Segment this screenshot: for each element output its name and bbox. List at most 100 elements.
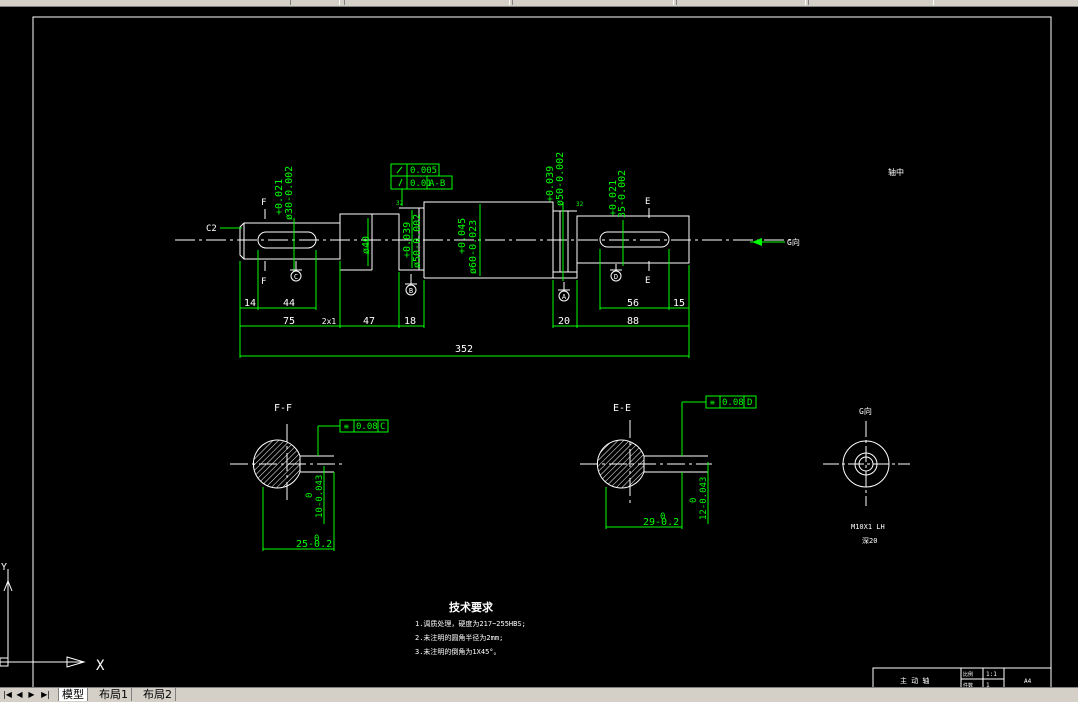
section-mark-f-bottom: F: [261, 277, 266, 287]
cad-drawing: C2 F F E E G向 轴中 +0.021 ø30-0.002 ø40 +0…: [0, 16, 1052, 687]
svg-text:2x1: 2x1: [322, 317, 337, 326]
section-ee: [580, 395, 757, 529]
svg-text:+0.045: +0.045: [457, 218, 468, 254]
titleblock-name: 主 动 轴: [900, 676, 929, 685]
datum-c: C: [294, 273, 298, 281]
next-tab-button[interactable]: ▶: [28, 690, 35, 699]
symmetry-icon: ≡: [344, 422, 349, 431]
section-mark-e-bottom: E: [645, 276, 650, 286]
view-g-depth: 深20: [862, 536, 877, 545]
ucs-icon: [0, 569, 86, 668]
section-ff: [230, 419, 389, 551]
titleblock-scale-label: 比例: [963, 671, 973, 678]
ucs-y-label: Y: [1, 562, 7, 573]
svg-text:20: 20: [558, 316, 570, 327]
title-block: [872, 667, 1052, 687]
svg-text:ø30-0.002: ø30-0.002: [284, 166, 295, 220]
titleblock-qty-label: 件数: [963, 682, 973, 687]
keyway-right: [599, 231, 670, 248]
chamfer-label: C2: [206, 224, 217, 234]
toolbar-dropdown[interactable]: [290, 0, 340, 5]
svg-text:3.未注明的倒角为1X45°。: 3.未注明的倒角为1X45°。: [415, 647, 501, 656]
svg-text:35-0.002: 35-0.002: [617, 170, 628, 218]
titleblock-qty: 1: [986, 682, 990, 687]
svg-text:ø40: ø40: [361, 236, 372, 254]
tab-layout2[interactable]: 布局2: [140, 688, 176, 701]
section-ee-tol: 0.08: [722, 398, 744, 408]
drawing-frame: [32, 16, 1052, 687]
section-ff-tol: 0.08: [356, 422, 378, 432]
section-ee-depth: 12-0.043: [699, 477, 709, 520]
titleblock-code: A4: [1024, 678, 1032, 685]
svg-text:75: 75: [283, 316, 295, 327]
toolbar-dropdown[interactable]: [676, 0, 806, 5]
section-ff-depth-up: 0: [305, 493, 315, 498]
length-dimension-labels: 14 44 75 2x1 47 18 20 88 56 15 352: [244, 298, 685, 355]
first-tab-button[interactable]: |◀: [3, 690, 12, 699]
datum-b: B: [409, 287, 413, 295]
tab-layout1[interactable]: 布局1: [96, 688, 132, 701]
section-ee-ref: D: [747, 398, 752, 408]
gdt-top-tol1: 0.005: [410, 166, 437, 176]
note-top: 轴中: [888, 167, 904, 177]
layout-tab-bar: |◀ ◀ ▶ ▶| 模型 布局1 布局2: [0, 687, 1078, 702]
view-g-title: G向: [859, 406, 872, 416]
section-mark-e-top: E: [645, 197, 650, 207]
section-ee-width-up: 0: [660, 512, 665, 522]
last-tab-button[interactable]: ▶|: [41, 690, 50, 699]
section-ff-width: 25-0.2: [296, 539, 332, 550]
gdt-top-tol2: 0.01: [410, 179, 432, 189]
section-ff-depth: 10-0.043: [315, 475, 325, 518]
section-ff-width-up: 0: [314, 534, 319, 544]
section-ff-title: F-F: [274, 403, 292, 414]
svg-text:技术要求: 技术要求: [449, 600, 494, 614]
svg-text:14: 14: [244, 298, 256, 309]
svg-text:+0.039: +0.039: [545, 166, 556, 202]
toolbar-dropdown[interactable]: [512, 0, 674, 5]
section-ee-depth-up: 0: [689, 498, 699, 503]
svg-text:ø50-0.002: ø50-0.002: [412, 214, 423, 268]
ucs-x-label: X: [96, 658, 105, 674]
diameter-dimensions: +0.021 ø30-0.002 ø40 +0.039 ø50-0.002 +0…: [274, 152, 628, 281]
titleblock-scale: 1:1: [986, 671, 997, 678]
section-ee-title: E-E: [613, 403, 631, 414]
svg-text:+0.021: +0.021: [274, 179, 285, 215]
toolbar-dropdown[interactable]: [344, 0, 510, 5]
view-g-thread: M10X1 LH: [851, 523, 885, 531]
svg-text:1.调质处理，硬度为217~255HBS;: 1.调质处理，硬度为217~255HBS;: [415, 619, 526, 628]
keyway-left: [257, 231, 317, 249]
roughness-left: 32: [396, 200, 404, 207]
section-ee-width: 29-0.2: [643, 517, 679, 528]
section-ff-ref: C: [380, 422, 385, 432]
drawing-canvas[interactable]: C2 F F E E G向 轴中 +0.021 ø30-0.002 ø40 +0…: [0, 6, 1078, 687]
toolbar-dropdown[interactable]: [808, 0, 934, 5]
svg-text:352: 352: [455, 344, 473, 355]
svg-text:88: 88: [627, 316, 639, 327]
shaft-main-view: [175, 201, 795, 279]
svg-text:56: 56: [627, 298, 639, 309]
svg-text:+0.039: +0.039: [402, 222, 413, 258]
technical-requirements: 技术要求 1.调质处理，硬度为217~255HBS; 2.未注明的圆角半径为2m…: [415, 600, 526, 656]
svg-text:44: 44: [283, 298, 295, 309]
length-dimensions: [239, 249, 690, 358]
top-toolbar-strip: [0, 0, 1078, 7]
svg-text:+0.021: +0.021: [608, 180, 619, 216]
roughness-right: 32: [576, 201, 584, 208]
datum-d: D: [614, 273, 618, 281]
svg-text:47: 47: [363, 316, 375, 327]
gdt-top-ref: A-B: [429, 179, 445, 189]
section-mark-f-top: F: [261, 198, 266, 208]
svg-text:ø50-0.002: ø50-0.002: [555, 152, 566, 206]
datum-markers: [290, 261, 622, 302]
prev-tab-button[interactable]: ◀: [16, 690, 23, 699]
svg-text:ø60-0.023: ø60-0.023: [468, 220, 479, 274]
view-g-label: G向: [787, 237, 800, 247]
svg-text:2.未注明的圆角半径为2mm;: 2.未注明的圆角半径为2mm;: [415, 633, 503, 642]
datum-a: A: [562, 293, 567, 301]
symmetry-icon: ≡: [710, 398, 715, 407]
svg-text:15: 15: [673, 298, 685, 309]
gdt-frame-top: [390, 163, 453, 206]
tab-model[interactable]: 模型: [58, 688, 88, 701]
view-g: [823, 421, 910, 506]
svg-text:18: 18: [404, 316, 416, 327]
